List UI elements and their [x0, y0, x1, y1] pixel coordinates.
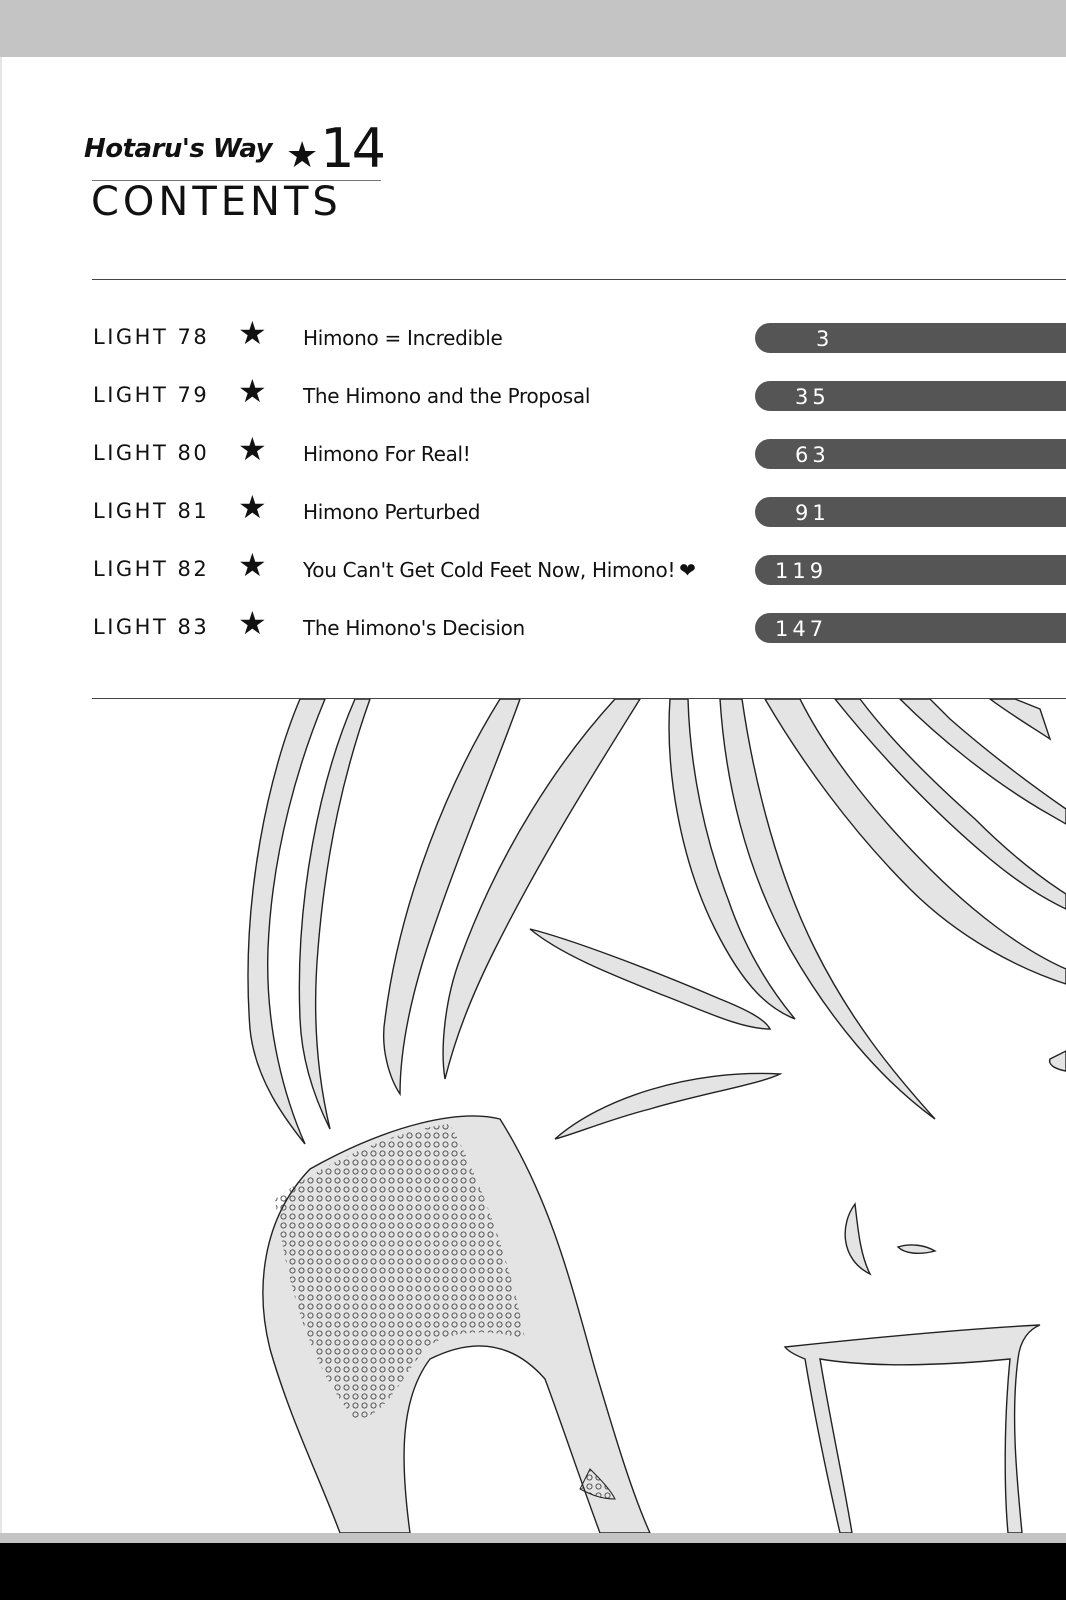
toc-row[interactable]: LIGHT 81 ★ Himono Perturbed 91 — [0, 491, 1066, 529]
bottom-scan-band — [0, 1533, 1066, 1543]
page-number-pill: 119 — [755, 555, 1066, 585]
chapter-title: Himono Perturbed — [303, 500, 481, 524]
star-icon: ★ — [286, 135, 319, 176]
left-page-edge — [0, 57, 2, 1533]
toc-bottom-divider — [92, 698, 1066, 699]
star-icon: ★ — [238, 372, 267, 410]
page-number: 91 — [795, 501, 830, 525]
star-icon: ★ — [238, 546, 267, 584]
page-number: 63 — [795, 443, 830, 467]
chapter-label: LIGHT 79 — [93, 383, 210, 407]
chapter-label: LIGHT 83 — [93, 615, 210, 639]
top-scan-band — [0, 0, 1066, 57]
chapter-title: The Himono and the Proposal — [303, 384, 591, 408]
chapter-title: Himono = Incredible — [303, 326, 503, 350]
page-number: 35 — [795, 385, 830, 409]
title-divider — [92, 180, 381, 181]
star-icon: ★ — [238, 430, 267, 468]
page-number-pill: 91 — [755, 497, 1066, 527]
heart-icon: ❤ — [679, 558, 696, 582]
star-icon: ★ — [238, 314, 267, 352]
toc-top-divider — [92, 279, 1066, 280]
toc-row[interactable]: LIGHT 82 ★ You Can't Get Cold Feet Now, … — [0, 549, 1066, 587]
chapter-title: Himono For Real! — [303, 442, 471, 466]
page-number: 147 — [775, 617, 828, 641]
chapter-label: LIGHT 78 — [93, 325, 210, 349]
contents-heading: CONTENTS — [91, 179, 342, 225]
volume-number-block: ★14 — [286, 122, 386, 176]
star-icon: ★ — [238, 488, 267, 526]
toc-row[interactable]: LIGHT 80 ★ Himono For Real! 63 — [0, 433, 1066, 471]
bottom-black-bar — [0, 1543, 1066, 1600]
page-number: 3 — [816, 327, 834, 351]
star-icon: ★ — [238, 604, 267, 642]
toc-row[interactable]: LIGHT 78 ★ Himono = Incredible 3 — [0, 317, 1066, 355]
page-number-pill: 147 — [755, 613, 1066, 643]
chapter-title: You Can't Get Cold Feet Now, Himono! — [303, 558, 676, 582]
volume-number: 14 — [320, 117, 386, 180]
chapter-label: LIGHT 82 — [93, 557, 210, 581]
character-illustration — [247, 699, 1066, 1533]
chapter-title-with-heart: You Can't Get Cold Feet Now, Himono!❤ — [303, 558, 696, 582]
toc-row[interactable]: LIGHT 79 ★ The Himono and the Proposal 3… — [0, 375, 1066, 413]
page-number-pill: 35 — [755, 381, 1066, 411]
chapter-title: The Himono's Decision — [303, 616, 525, 640]
page-number: 119 — [775, 559, 828, 583]
page-number-pill: 63 — [755, 439, 1066, 469]
series-title: Hotaru's Way — [84, 134, 273, 164]
toc-row[interactable]: LIGHT 83 ★ The Himono's Decision 147 — [0, 607, 1066, 645]
page-number-pill: 3 — [755, 323, 1066, 353]
chapter-label: LIGHT 80 — [93, 441, 210, 465]
chapter-label: LIGHT 81 — [93, 499, 210, 523]
